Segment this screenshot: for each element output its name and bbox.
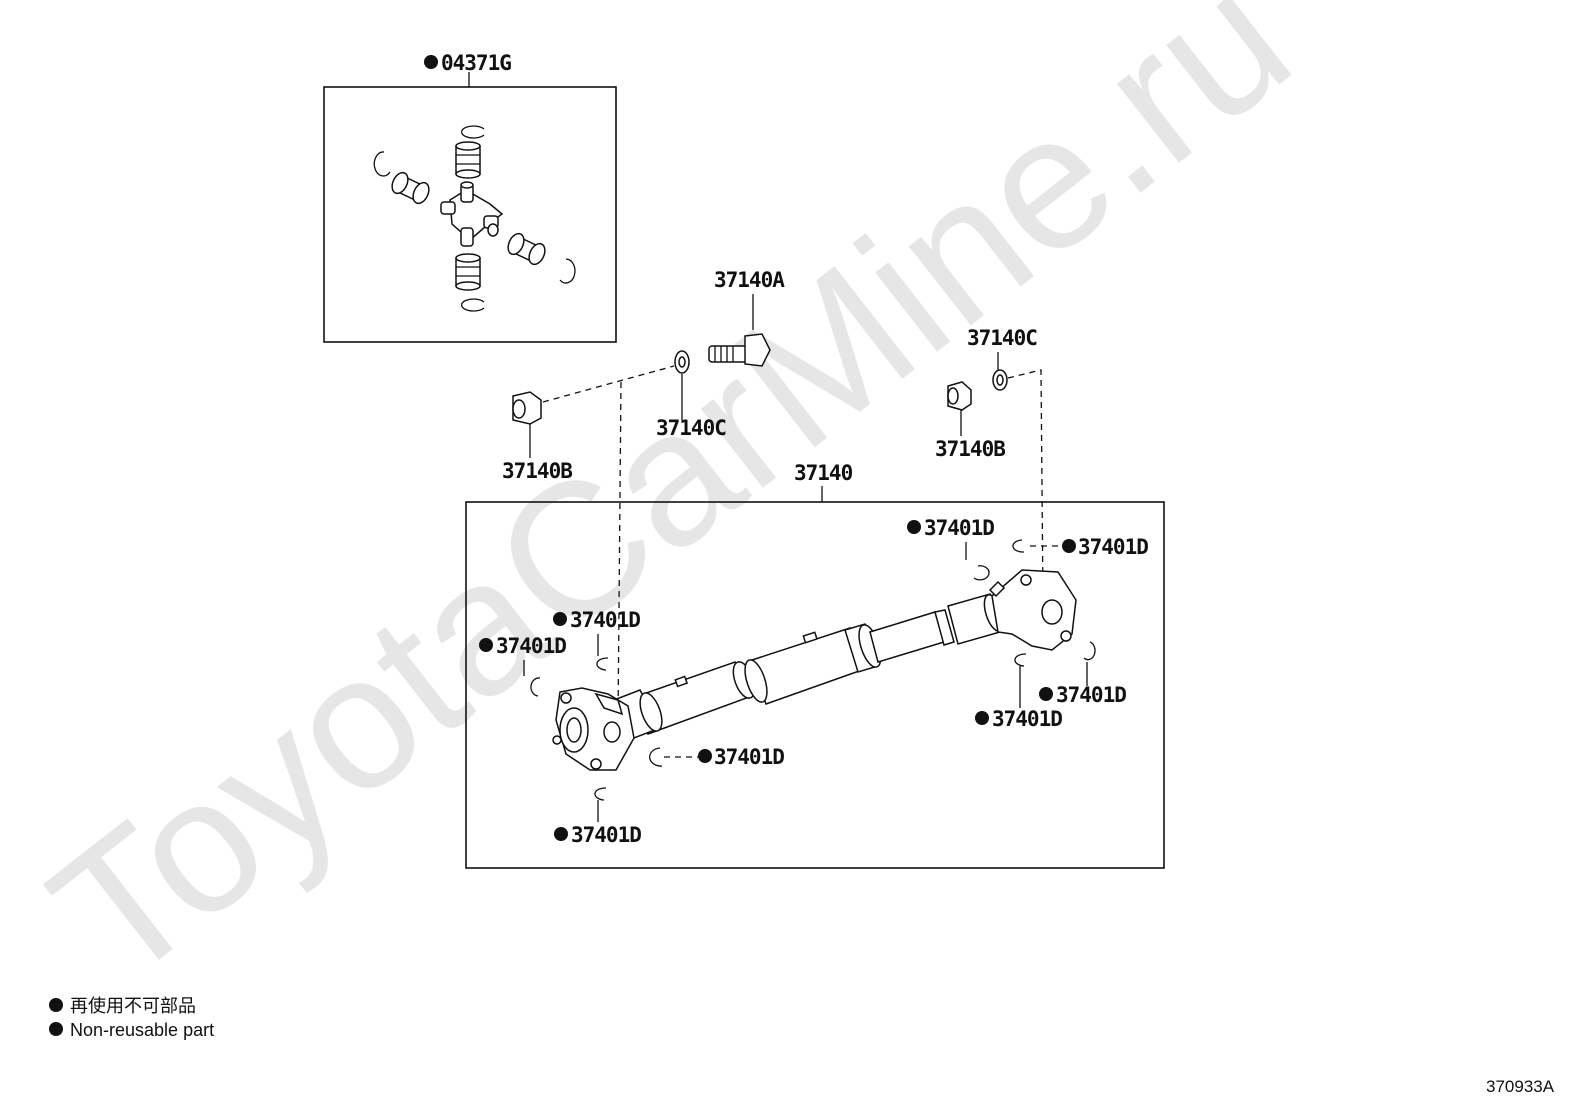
legend-dot <box>49 1022 63 1036</box>
callout-37401D[interactable]: 37401D <box>992 707 1063 731</box>
universal-joint-kit-group: 04371G <box>323 51 617 343</box>
callout-37401D[interactable]: 37401D <box>1056 683 1127 707</box>
spider-cross-icon <box>440 181 504 247</box>
kit-box <box>323 86 617 343</box>
bearing-cup-right-icon <box>507 232 546 266</box>
snap-ring-icon <box>1083 641 1096 661</box>
shaft-assembly-box <box>465 501 1165 869</box>
callout-37140B-left[interactable]: 37140B <box>502 459 573 483</box>
snap-ring-callout-4: 37401D <box>975 653 1063 731</box>
snap-ring-icon <box>373 151 391 177</box>
snap-ring-icon <box>530 677 541 697</box>
callout-37401D[interactable]: 37401D <box>570 608 641 632</box>
snap-ring-callout-7: 37401D <box>649 745 785 769</box>
callout-37140A[interactable]: 37140A <box>714 268 786 292</box>
snap-ring-icon <box>460 298 485 312</box>
callout-37140B-right[interactable]: 37140B <box>935 437 1006 461</box>
snap-ring-callout-2: 37401D <box>1012 535 1149 559</box>
nut-icon <box>947 381 972 411</box>
callout-37140C-right[interactable]: 37140C <box>967 326 1038 350</box>
callout-04371G[interactable]: 04371G <box>441 51 512 75</box>
bearing-cup-bottom-icon <box>455 253 481 291</box>
flange-bolt-icon <box>708 333 771 367</box>
propeller-shaft-icon <box>552 569 1077 771</box>
snap-ring-callout-8: 37401D <box>554 787 642 847</box>
washer-icon <box>674 350 690 374</box>
bearing-cup-left-icon <box>391 171 430 205</box>
snap-ring-icon <box>596 657 609 671</box>
callout-37401D[interactable]: 37401D <box>714 745 785 769</box>
bearing-cup-top-icon <box>455 141 481 179</box>
legend: 再使用不可部品 Non-reusable part <box>49 996 214 1040</box>
callout-37401D[interactable]: 37401D <box>496 634 567 658</box>
snap-ring-icon <box>1012 539 1025 553</box>
legend-english: Non-reusable part <box>70 1020 214 1040</box>
callout-37140C-left[interactable]: 37140C <box>656 416 727 440</box>
snap-ring-icon <box>594 787 607 801</box>
snap-ring-callout-3: 37401D <box>1039 641 1127 707</box>
callout-37401D[interactable]: 37401D <box>924 516 995 540</box>
snap-ring-callout-1: 37401D <box>907 516 995 581</box>
washer-icon <box>992 369 1008 391</box>
callout-37140[interactable]: 37140 <box>794 461 854 485</box>
legend-japanese: 再使用不可部品 <box>70 996 196 1016</box>
callout-37401D[interactable]: 37401D <box>571 823 642 847</box>
watermark: ToyotaCarMine.ru <box>15 0 1327 1022</box>
snap-ring-icon <box>973 565 990 581</box>
snap-ring-icon <box>1014 653 1027 667</box>
snap-ring-callout-5: 37401D <box>553 608 641 671</box>
nut-icon <box>512 391 542 425</box>
snap-ring-icon <box>649 747 663 767</box>
snap-ring-icon <box>559 258 576 284</box>
diagram-code: 370933A <box>1486 1077 1555 1096</box>
callout-37401D[interactable]: 37401D <box>1078 535 1149 559</box>
snap-ring-callout-6: 37401D <box>479 634 567 697</box>
snap-ring-icon <box>460 125 485 139</box>
non-reusable-dot <box>424 55 438 69</box>
legend-dot <box>49 998 63 1012</box>
